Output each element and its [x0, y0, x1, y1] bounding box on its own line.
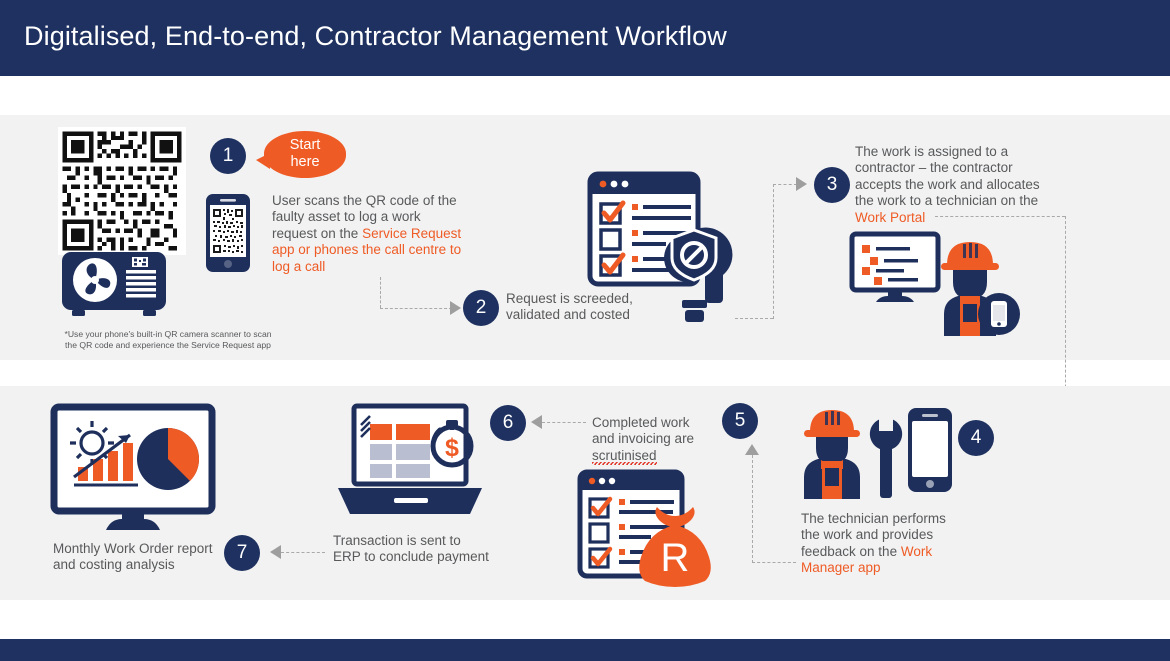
step-6-misspelled-word: scrutinised: [592, 447, 657, 465]
step-1-line1: User scans the QR code of the: [272, 193, 457, 208]
callout-line2: here: [290, 154, 320, 170]
connector-2-to-3-vertical: [773, 184, 774, 319]
qr-footnote-line1: *Use your phone's built-in QR camera sca…: [64, 329, 272, 339]
step-1-line4[interactable]: app or phones the call centre to: [272, 242, 462, 258]
step-2-text: Request is screeded, validated and coste…: [506, 291, 686, 324]
desktop-worklist-monitor-icon: [849, 231, 941, 302]
step-1-line3: request on the Service Request: [272, 226, 472, 242]
connector-2-to-3-horizontal: [735, 318, 773, 319]
smartphone-qr-icon: [206, 194, 250, 272]
money-bag-rand-icon: R: [631, 505, 719, 587]
qr-footnote-line2: the QR code and experience the Service R…: [65, 340, 271, 350]
step-6-text: Completed work and invoicing are scrutin…: [592, 415, 742, 465]
step-3-line2: contractor – the contractor: [855, 160, 1013, 176]
technician-icon: [800, 403, 872, 499]
step-4-work-manager-link[interactable]: Work: [900, 543, 933, 559]
analytics-dashboard-monitor-icon: [50, 403, 216, 530]
step-1-line3-pre: request on the: [272, 225, 363, 241]
step-1-line5[interactable]: log a call: [272, 258, 326, 274]
step-3-text: The work is assigned to a contractor – t…: [855, 144, 1055, 226]
step-3-line1: The work is assigned to a: [855, 144, 1009, 159]
footer-bar: [0, 639, 1170, 661]
transaction-note-line2: ERP to conclude payment: [333, 549, 489, 565]
step-3-line4: the work to a technician on the: [855, 193, 1039, 209]
money-bag-symbol: R: [661, 536, 690, 580]
start-here-callout: Start here: [256, 131, 346, 178]
step-1-number: 1: [210, 138, 246, 174]
connector-2-to-3-arrowhead: [796, 177, 807, 191]
step-6-line3: scrutinised: [592, 447, 742, 465]
transaction-note-line1: Transaction is sent to: [333, 533, 461, 548]
step-3-work-portal-link[interactable]: Work Portal: [855, 209, 926, 225]
step-6-line1: Completed work: [592, 415, 690, 430]
step-4-line4[interactable]: Manager app: [801, 560, 881, 576]
connector-5-to-6-horizontal: [542, 422, 586, 423]
step-4-line3: feedback on the Work: [801, 544, 981, 560]
step-1-service-request-link[interactable]: Service Request: [362, 225, 462, 241]
connector-1-to-2-arrowhead: [450, 301, 461, 315]
step-3-number: 3: [814, 167, 850, 203]
step-4-text: The technician performs the work and pro…: [801, 511, 981, 577]
callout-line1: Start: [289, 137, 321, 153]
qr-code-icon: [58, 127, 186, 255]
hvac-asset-icon: [60, 252, 168, 320]
step-7-line1: Monthly Work Order report: [53, 541, 213, 556]
technician-with-phone-icon: [938, 234, 1020, 336]
checklist-browser-window-icon: [587, 171, 733, 322]
connector-1-to-2-vertical: [380, 277, 381, 308]
header-bar: Digitalised, End-to-end, Contractor Mana…: [0, 0, 1170, 76]
step-1-line2: faulty asset to log a work: [272, 209, 421, 225]
step-4-number: 4: [958, 420, 994, 456]
step-2-line1: Request is screeded,: [506, 291, 633, 306]
step-2-line2: validated and costed: [506, 307, 630, 323]
connector-3-to-4-horizontal-top: [935, 216, 1065, 217]
connector-4-to-5-horizontal: [752, 562, 796, 563]
smartphone-icon: [908, 408, 952, 492]
step-6-line2: and invoicing are: [592, 431, 695, 447]
step-4-line2: the work and provides: [801, 527, 934, 543]
connector-4-to-5-vertical: [752, 455, 753, 563]
connector-6-to-7-arrowhead: [270, 545, 281, 559]
page-title: Digitalised, End-to-end, Contractor Mana…: [24, 21, 727, 51]
step-7-number: 7: [224, 535, 260, 571]
connector-2-to-3-horizontal-top: [773, 184, 797, 185]
step-3-line3: accepts the work and allocates: [855, 176, 1040, 192]
qr-footnote: *Use your phone's built-in QR camera sca…: [48, 329, 288, 351]
step-6-number: 6: [490, 405, 526, 441]
connector-6-to-7-horizontal: [281, 552, 325, 553]
step-2-number: 2: [463, 290, 499, 326]
step-1-text: User scans the QR code of the faulty ass…: [272, 193, 472, 275]
connector-4-to-5-arrowhead: [745, 444, 759, 455]
callout-tail: [256, 153, 270, 169]
step-4-line1: The technician performs: [801, 511, 946, 526]
step-7-line2: and costing analysis: [53, 557, 175, 573]
connector-1-to-2-horizontal: [380, 308, 452, 309]
laptop-payment-stopwatch-icon: $: [332, 403, 488, 516]
transaction-note-text: Transaction is sent to ERP to conclude p…: [333, 533, 523, 566]
connector-5-to-6-arrowhead: [531, 415, 542, 429]
connector-3-to-4-vertical: [1065, 216, 1066, 437]
step-7-text: Monthly Work Order report and costing an…: [53, 541, 228, 574]
svg-text:$: $: [445, 434, 459, 462]
wrench-icon: [868, 416, 904, 498]
step-4-line3-pre: feedback on the: [801, 543, 901, 559]
step-5-number: 5: [722, 403, 758, 439]
